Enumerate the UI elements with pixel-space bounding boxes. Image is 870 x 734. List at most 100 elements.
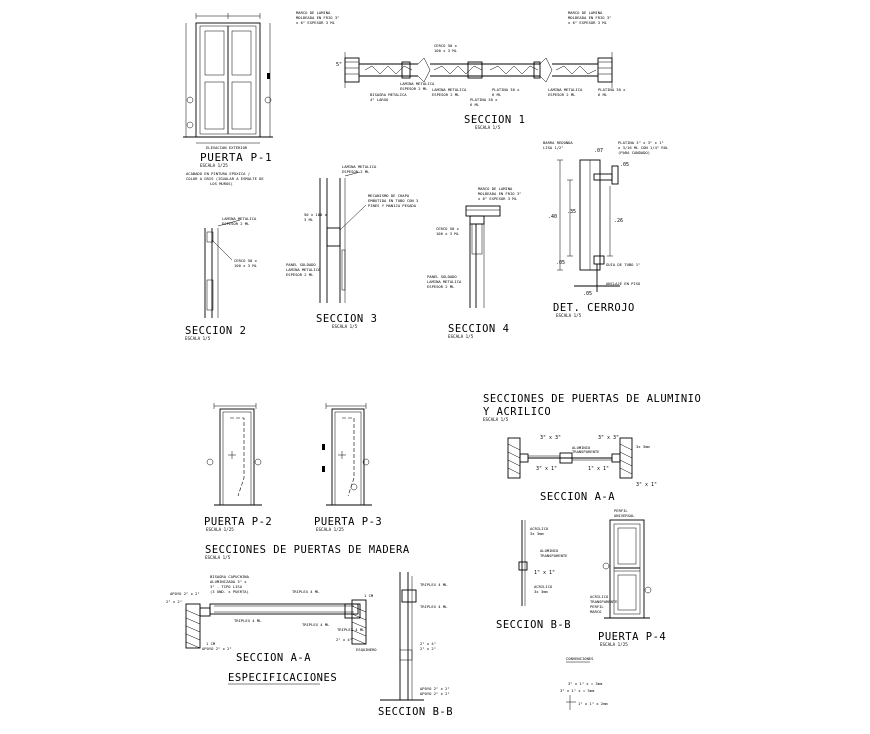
door-p1-elevation: ELEVACION EXTERIOR PUERTA P-1 ESCALA 1/2… <box>183 13 273 186</box>
aluminio-dim: 1" x 1" <box>534 570 555 576</box>
madera-note: BISAGRA CAPUCHINA <box>210 574 250 579</box>
s1-note: LAMINA METALICA <box>548 87 583 92</box>
s3-note: 50 x 100 x <box>304 212 328 217</box>
s1-note: BISAGRA METALICA <box>370 92 407 97</box>
aluminio-dim: 1" x 1" <box>588 466 609 472</box>
section-marker <box>186 121 194 129</box>
door-p2-elevation: PUERTA P-2 ESCALA 1/25 <box>204 403 272 532</box>
p4-note: TRANSPARENTE <box>590 599 618 604</box>
s2-note: ESPESOR 2 ML <box>222 221 250 226</box>
aluminio-dim: 3" x 1" <box>636 482 657 488</box>
madera-note: 2" x 4" <box>336 637 352 642</box>
section-1-plan: MARCO DE LAMINA MOLDEADA EN FRIO 3" x 6"… <box>296 10 626 130</box>
p4-note: PERFIL <box>614 508 628 513</box>
s1-note: MARCO DE LAMINA <box>296 10 331 15</box>
madera-note: ALUMINIZADA 3" x <box>210 579 247 584</box>
section-marker <box>186 96 194 104</box>
madera-sec-bb: SECCION B-B <box>378 706 453 718</box>
cerrojo-note: GUIA DE TUBO 1" <box>606 262 640 267</box>
cerrojo-title: DET. CERROJO <box>553 302 635 314</box>
p1-note-3: LOS MUROS) <box>210 181 233 186</box>
s3-note: LAMINA METALICA <box>286 267 321 272</box>
s4-note: CERCO 50 x <box>436 226 460 231</box>
madera-note: APOYO 2" x 2" <box>420 686 450 691</box>
s1-note: PLATINA 30 x <box>598 87 626 92</box>
cerrojo-scale: ESCALA 1/5 <box>556 313 582 318</box>
s2-scale: ESCALA 1/5 <box>185 336 211 341</box>
s3-note: PINES Y MANIJA PESADA <box>368 203 417 208</box>
p4-note: PERFIL <box>590 604 604 609</box>
madera-note: TRIPLEX 4 ML <box>292 589 320 594</box>
madera-note: APOYO 2" x 2" <box>420 691 450 696</box>
s3-note: EMBUTIDA EN TUBO CON 3 <box>368 198 418 203</box>
madera-note: (3 UND. x PUERTA) <box>210 589 249 594</box>
section-marker <box>264 96 272 104</box>
s4-note: MOLDEADA EN FRIO 3" <box>478 191 521 196</box>
section-marker <box>602 562 610 570</box>
madera-title: SECCIONES DE PUERTAS DE MADERA <box>205 544 410 556</box>
s4-scale: ESCALA 1/5 <box>448 334 474 339</box>
s1-note: 4" LARGO <box>370 97 389 102</box>
madera-note: 2" x 2" <box>166 599 182 604</box>
madera-note: 1 CM <box>364 593 374 598</box>
aluminio-note: ACRILICO <box>534 584 553 589</box>
madera-sec-aa: SECCION A-A <box>236 652 311 664</box>
s2-title: SECCION 2 <box>185 325 246 337</box>
s4-title: SECCION 4 <box>448 323 509 335</box>
s4-note: ESPESOR 2 ML <box>427 284 455 289</box>
section-marker <box>254 458 262 466</box>
aluminio-note: ACRILICO <box>530 526 549 531</box>
p1-scale: ESCALA 1/25 <box>200 163 228 168</box>
s3-note: ESPESOR 2 ML <box>286 272 314 277</box>
section-marker <box>350 483 358 491</box>
s1-scale: ESCALA 1/5 <box>475 125 501 130</box>
s2-note: 100 x 3 ML <box>234 263 258 268</box>
p2-scale: ESCALA 1/25 <box>206 527 234 532</box>
s4-note: LAMINA METALICA <box>427 279 462 284</box>
s1-note: 6 ML <box>470 102 480 107</box>
cerrojo-note: LISA 1/2" <box>543 145 564 150</box>
madera-specs: ESPECIFICACIONES <box>228 672 337 684</box>
s1-note: LAMINA METALICA <box>432 87 467 92</box>
s3-title: SECCION 3 <box>316 313 377 325</box>
aluminio-note: ALUMINIO <box>540 548 559 553</box>
madera-note: 2" x 2" <box>420 646 436 651</box>
section-marker <box>644 586 652 594</box>
cerrojo-dim: .05 <box>556 260 565 266</box>
aluminio-note: TRANSPARENTE <box>572 449 600 454</box>
madera-note: ESQUINERO <box>356 647 377 652</box>
madera-note: APOYO 2" x 2" <box>170 591 200 596</box>
s1-note: CERCO 50 x <box>434 43 458 48</box>
s1-note: ESPESOR 2 ML <box>548 92 576 97</box>
aluminio-note: 3x 3mm <box>534 589 548 594</box>
aluminio-sec-bb: SECCION B-B <box>496 619 571 631</box>
aluminio-title-2: Y ACRILICO <box>483 406 551 418</box>
s2-note: CERCO 50 x <box>234 258 258 263</box>
madera-note: TRIPLEX 4 ML <box>337 627 365 632</box>
aluminio-dim: 3" x 3" <box>598 435 619 441</box>
s1-title: SECCION 1 <box>464 114 525 126</box>
cerrojo-dim: .05 <box>583 291 592 297</box>
s1-note: x 6" ESPESOR 3 ML <box>568 20 608 25</box>
s1-note: ESPESOR 2 ML <box>400 86 428 91</box>
s3-note: MECANISMO DE CHAPA <box>368 193 410 198</box>
madera-note: APOYO 2" x 2" <box>202 646 232 651</box>
cerrojo-note: PLATINA 3" x 3" x 1" <box>618 140 664 145</box>
section-marker <box>206 458 214 466</box>
wood-sections: SECCIONES DE PUERTAS DE MADERA ESCALA 1/… <box>166 544 453 718</box>
section-marker <box>362 458 370 466</box>
section-2: LAMINA METALICA ESPESOR 2 ML CERCO 50 x … <box>185 216 258 341</box>
s1-note: MARCO DE LAMINA <box>568 10 603 15</box>
section-3: LAMINA METALICA ESPESOR 2 ML MECANISMO D… <box>286 164 418 329</box>
s1-note: MOLDEADA EN FRIO 3" <box>568 15 611 20</box>
s1-note: 100 x 3 ML <box>434 48 458 53</box>
s3-scale: ESCALA 1/5 <box>332 324 358 329</box>
s4-note: x 6" ESPESOR 3 ML <box>478 196 518 201</box>
s3-note: PANEL SOLDADO <box>286 262 316 267</box>
aluminio-sec-aa: SECCION A-A <box>540 491 615 503</box>
p3-title: PUERTA P-3 <box>314 516 382 528</box>
conventions-row: 1" x 1" x 2mm <box>578 701 608 706</box>
cerrojo-dim: .05 <box>620 162 629 168</box>
s2-note: LAMINA METALICA <box>222 216 257 221</box>
